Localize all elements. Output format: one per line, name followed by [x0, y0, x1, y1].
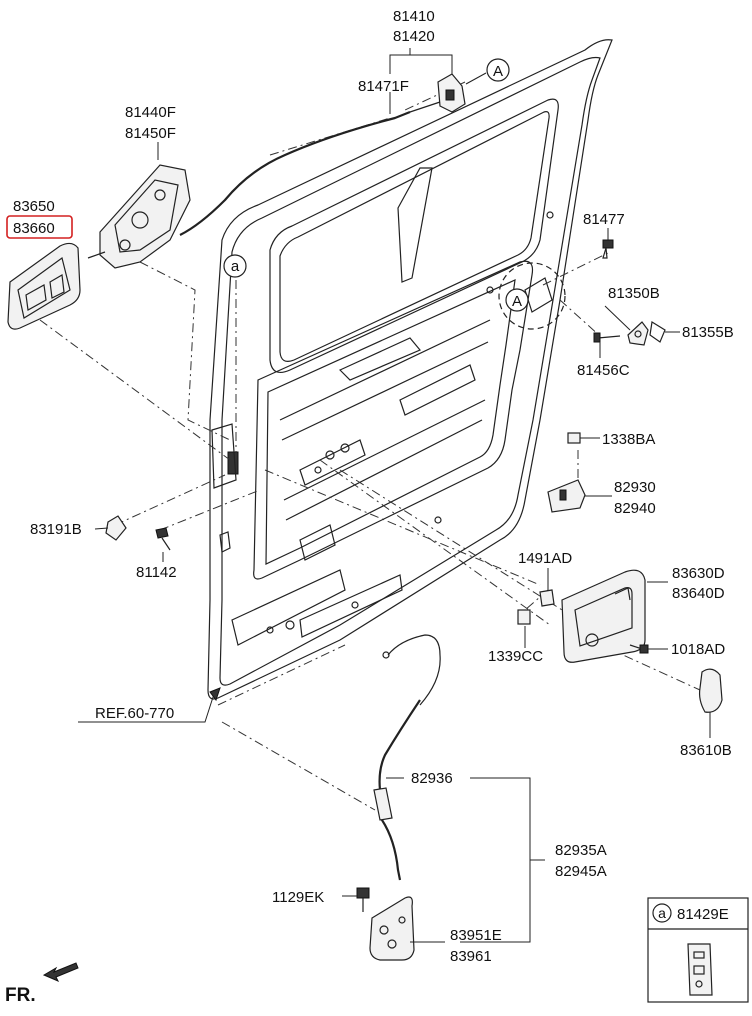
part-labels: 81410 81420 81471F 81440F 81450F 83650 8…	[6, 8, 734, 965]
highlight-box-83660	[6, 215, 73, 239]
label-82945A: 82945A	[555, 863, 607, 880]
label-1339CC: 1339CC	[488, 648, 543, 665]
pad-83191B	[105, 515, 127, 541]
nut-1339CC	[517, 609, 531, 625]
ref-circle-A-hinge	[505, 288, 529, 312]
label-83951E: 83951E	[450, 927, 502, 944]
ref-letter-a-inset: a	[658, 905, 666, 921]
bolt-81477	[602, 239, 614, 259]
latch-cable	[179, 110, 411, 236]
front-arrow-icon	[42, 962, 79, 982]
label-81420: 81420	[393, 28, 435, 45]
ref-letter-A-hinge: A	[512, 293, 522, 310]
label-81450F: 81450F	[125, 125, 176, 142]
latch-81440F	[87, 164, 191, 269]
leader-lines	[94, 48, 711, 943]
handle-housing-83630D	[561, 569, 646, 663]
label-81355B: 81355B	[682, 324, 734, 341]
label-83630D: 83630D	[672, 565, 725, 582]
label-82936: 82936	[411, 770, 453, 787]
ref-arrow	[78, 687, 221, 723]
ref-circle-a-latch	[223, 254, 247, 278]
label-81477: 81477	[583, 211, 625, 228]
label-82940: 82940	[614, 500, 656, 517]
label-82935A: 82935A	[555, 842, 607, 859]
striker-82930	[547, 479, 586, 513]
cap-83610B	[698, 668, 723, 713]
label-83610B: 83610B	[680, 742, 732, 759]
label-1491AD: 1491AD	[518, 550, 572, 567]
clip-1491AD	[539, 589, 555, 607]
ref-circle-a-inset	[652, 903, 672, 923]
label-81350B: 81350B	[608, 285, 660, 302]
dashed-leaders	[39, 81, 701, 811]
label-83660: 83660	[13, 220, 55, 237]
label-81410: 81410	[393, 8, 435, 25]
label-83961: 83961	[450, 948, 492, 965]
label-1018AD: 1018AD	[671, 641, 725, 658]
label-81471F: 81471F	[358, 78, 409, 95]
nut-1338BA	[567, 432, 581, 444]
label-81142: 81142	[136, 564, 177, 581]
inset-box-81429E: a 81429E	[647, 897, 749, 1003]
upper-hinge-81410	[409, 73, 466, 113]
label-81456C: 81456C	[577, 362, 630, 379]
ref-letter-a-latch: a	[231, 258, 240, 275]
bolt-1129EK	[356, 887, 370, 912]
front-direction-indicator: FR.	[5, 962, 79, 1006]
ref-letter-A-top: A	[493, 63, 503, 80]
label-81429E: 81429E	[677, 906, 729, 923]
hinge-detail-circle	[498, 262, 566, 330]
label-ref: REF.60-770	[95, 705, 174, 722]
ref-circle-A-top	[486, 58, 510, 82]
inner-handle-83650	[7, 242, 81, 330]
label-82930: 82930	[614, 479, 656, 496]
label-83191B: 83191B	[30, 521, 82, 538]
bracket-83951E	[369, 896, 415, 961]
bracket-81350B	[593, 321, 666, 346]
screw-81142	[155, 527, 171, 551]
label-81440F: 81440F	[125, 104, 176, 121]
label-1129EK: 1129EK	[272, 889, 324, 906]
label-83650: 83650	[13, 198, 55, 215]
cable-82936	[373, 634, 441, 881]
label-1338BA: 1338BA	[602, 431, 655, 448]
inset-box-frame	[647, 897, 749, 1003]
label-83640D: 83640D	[672, 585, 725, 602]
label-fr: FR.	[5, 985, 36, 1006]
